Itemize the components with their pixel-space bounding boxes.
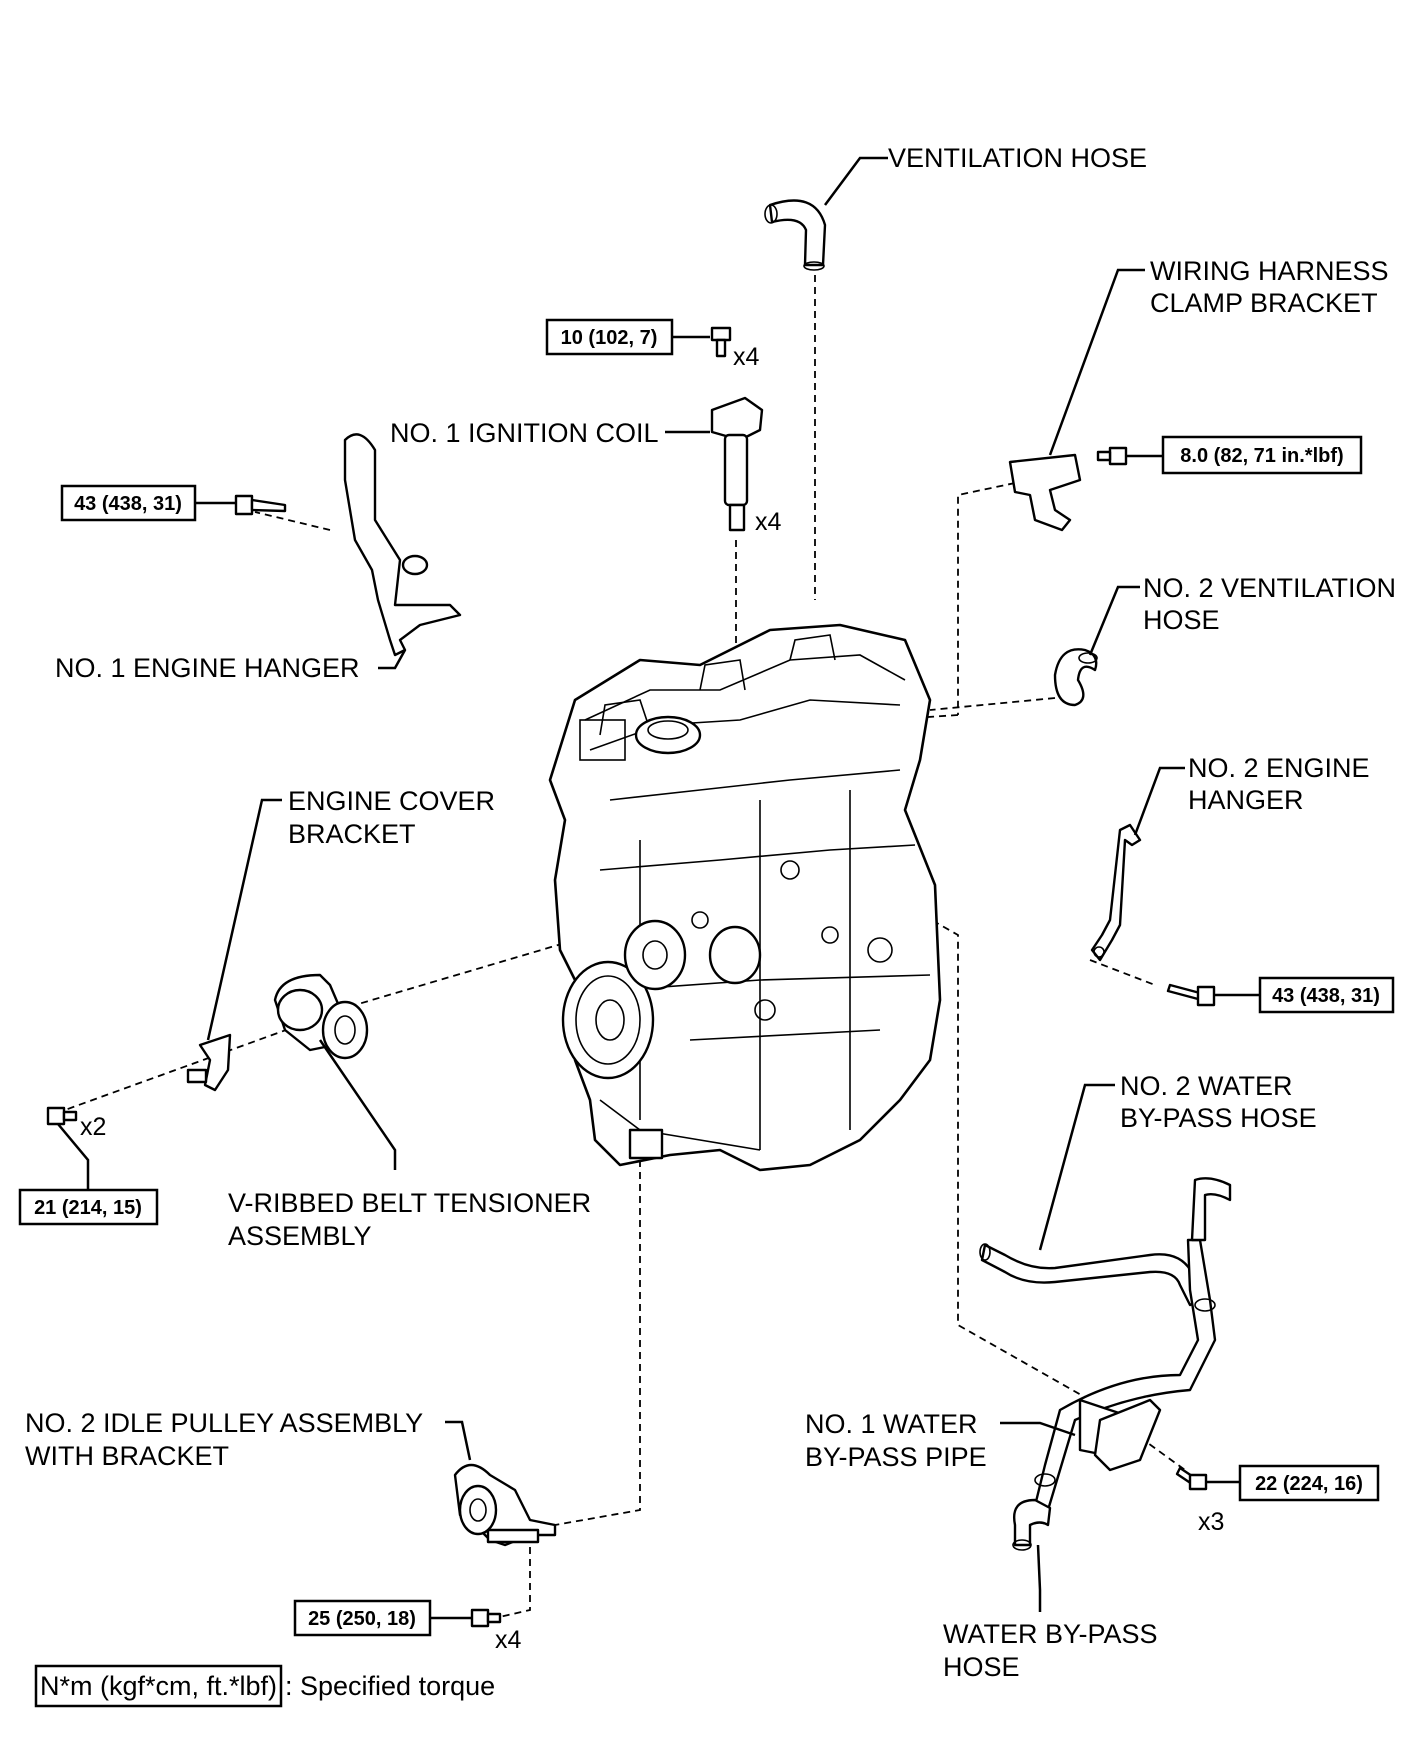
qty-pipe-bolt: x3 — [1198, 1508, 1224, 1536]
label-wiring-harness-line2: CLAMP BRACKET — [1150, 288, 1378, 318]
qty-coil-bolt: x4 — [733, 343, 760, 371]
hanger1-bolt-icon — [234, 494, 287, 516]
svg-text:43 (438, 31): 43 (438, 31) — [1272, 985, 1380, 1007]
bracket-bolt-icon — [46, 1106, 78, 1126]
label-ignition-coil: NO. 1 IGNITION COIL — [390, 418, 659, 448]
torque-box-pulley-bolt: 25 (250, 18) — [293, 1599, 472, 1637]
label-no2-ventilation-line1: NO. 2 VENTILATION — [1143, 573, 1396, 603]
leader-lines — [57, 156, 1185, 1612]
qty-ignition-coil: x4 — [755, 508, 782, 536]
component-labels: VENTILATION HOSE WIRING HARNESS CLAMP BR… — [25, 143, 1396, 1682]
torque-legend: N*m (kgf*cm, ft.*lbf) : Specified torque — [34, 1664, 495, 1708]
torque-box-hanger1-bolt: 43 (438, 31) — [60, 484, 236, 522]
hanger2-bolt-icon — [1166, 983, 1216, 1007]
engine-cover-bracket — [186, 1033, 232, 1092]
legend-units: N*m (kgf*cm, ft.*lbf) — [40, 1671, 277, 1701]
torque-box-coil-bolt: 10 (102, 7) — [545, 318, 710, 356]
quantity-markers: x4 x4 x2 x3 x4 — [80, 343, 1224, 1654]
pipe-bolt-icon — [1175, 1466, 1208, 1491]
no1-water-bypass-pipe — [1030, 1177, 1232, 1522]
label-wiring-harness-line1: WIRING HARNESS — [1150, 256, 1389, 286]
label-no2-ventilation-line2: HOSE — [1143, 605, 1220, 635]
ventilation-hose — [764, 199, 827, 271]
svg-text:8.0 (82, 71 in.*lbf): 8.0 (82, 71 in.*lbf) — [1180, 445, 1343, 467]
qty-pulley-bolt: x4 — [495, 1626, 522, 1654]
label-no2-engine-hanger-line1: NO. 2 ENGINE — [1188, 753, 1370, 783]
water-bypass-hose — [1012, 1498, 1052, 1551]
coil-bolt-icon — [710, 326, 732, 358]
harness-bolt-icon — [1096, 446, 1128, 466]
label-no1-water-pipe-line1: NO. 1 WATER — [805, 1409, 978, 1439]
no2-water-bypass-hose — [979, 1243, 1202, 1307]
svg-text:22 (224, 16): 22 (224, 16) — [1255, 1473, 1363, 1495]
svg-text:21 (214, 15): 21 (214, 15) — [34, 1197, 142, 1219]
wiring-harness-clamp-bracket — [1008, 453, 1082, 532]
label-no1-engine-hanger: NO. 1 ENGINE HANGER — [55, 653, 360, 683]
label-engine-cover-bracket-line1: ENGINE COVER — [288, 786, 495, 816]
label-no1-water-pipe-line2: BY-PASS PIPE — [805, 1442, 987, 1472]
label-water-bypass-hose-line2: HOSE — [943, 1652, 1020, 1682]
ignition-coil — [710, 396, 764, 532]
v-ribbed-belt-tensioner — [273, 973, 369, 1060]
engine-assembly — [548, 623, 942, 1172]
label-no2-engine-hanger-line2: HANGER — [1188, 785, 1304, 815]
torque-box-hanger2-bolt: 43 (438, 31) — [1214, 976, 1395, 1014]
legend-text: : Specified torque — [285, 1671, 495, 1701]
label-no2-water-bypass-line1: NO. 2 WATER — [1120, 1071, 1293, 1101]
no1-engine-hanger — [343, 433, 462, 657]
label-water-bypass-hose-line1: WATER BY-PASS — [943, 1619, 1158, 1649]
torque-box-pipe-bolt: 22 (224, 16) — [1206, 1464, 1380, 1502]
torque-box-bracket-bolt: 21 (214, 15) — [18, 1188, 159, 1226]
svg-text:25 (250, 18): 25 (250, 18) — [308, 1608, 416, 1630]
no2-ventilation-hose — [1053, 648, 1098, 707]
no2-idle-pulley-assembly — [453, 1463, 557, 1547]
label-no2-water-bypass-line2: BY-PASS HOSE — [1120, 1103, 1317, 1133]
label-tensioner-line2: ASSEMBLY — [228, 1221, 372, 1251]
label-engine-cover-bracket-line2: BRACKET — [288, 819, 416, 849]
pulley-bolt-icon — [470, 1608, 502, 1628]
label-idle-pulley-line1: NO. 2 IDLE PULLEY ASSEMBLY — [25, 1408, 423, 1438]
svg-text:43 (438, 31): 43 (438, 31) — [74, 493, 182, 515]
svg-text:10 (102, 7): 10 (102, 7) — [561, 327, 658, 349]
qty-bracket-bolt: x2 — [80, 1113, 106, 1141]
torque-box-harness-bolt: 8.0 (82, 71 in.*lbf) — [1126, 435, 1363, 475]
label-ventilation-hose: VENTILATION HOSE — [888, 143, 1147, 173]
label-idle-pulley-line2: WITH BRACKET — [25, 1441, 229, 1471]
no2-engine-hanger — [1090, 823, 1142, 962]
label-tensioner-line1: V-RIBBED BELT TENSIONER — [228, 1188, 591, 1218]
torque-specs: 10 (102, 7) 8.0 (82, 71 in.*lbf) 43 (438… — [18, 318, 1395, 1637]
